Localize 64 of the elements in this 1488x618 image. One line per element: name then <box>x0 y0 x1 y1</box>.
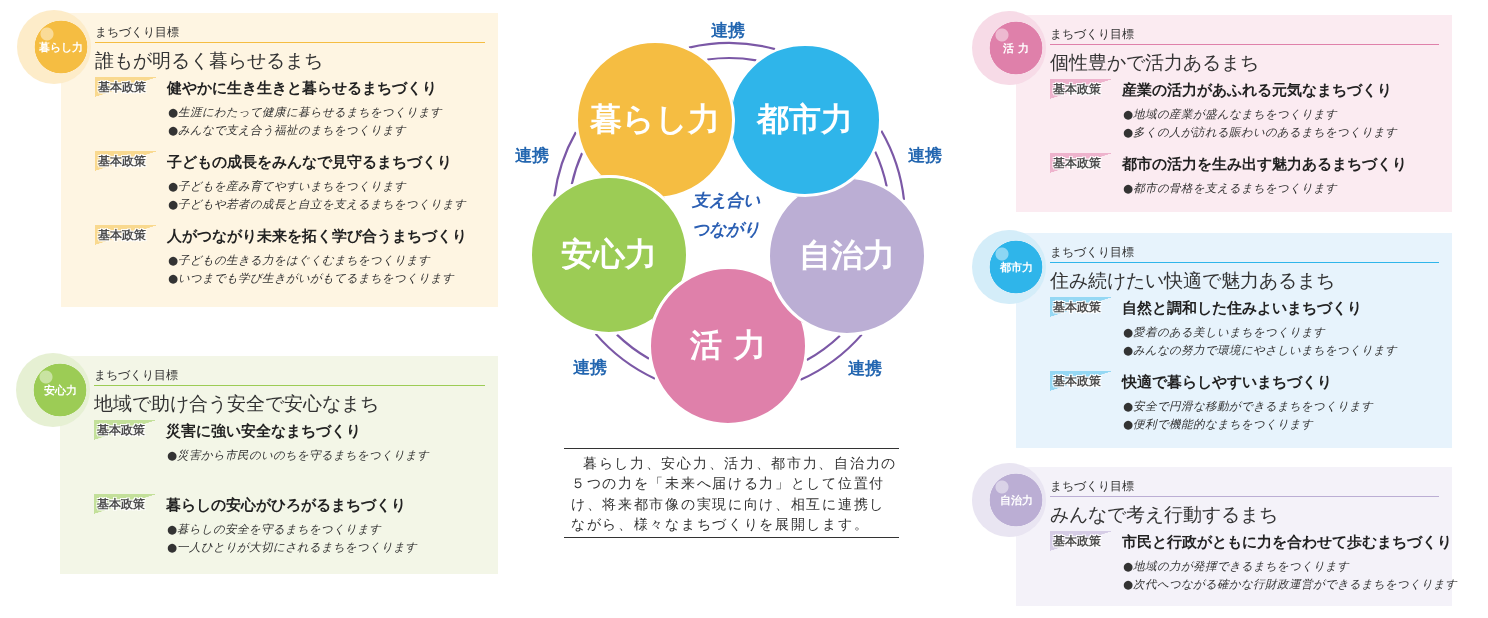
connector-arc <box>687 41 777 62</box>
connector-arc <box>594 332 657 380</box>
edge-label: 連携 <box>848 358 882 378</box>
section-label: まちづくり目標 <box>94 368 178 383</box>
policy-item: ●地域の産業が盛んなまちをつくります <box>1123 106 1338 123</box>
policy-item: ●子どもの生きる力をはぐくむまちをつくります <box>168 252 431 269</box>
policy-tag: 基本政策 <box>1050 531 1113 551</box>
policy-item: ●いつまでも学び生きがいがもてるまちをつくります <box>168 270 455 287</box>
connector-arc <box>874 129 906 201</box>
goal-heading: みんなで考え行動するまち <box>1050 503 1278 527</box>
section-label: まちづくり目標 <box>1050 27 1134 42</box>
connector-arc <box>799 333 863 381</box>
policy-item: ●災害から市民のいのちを守るまちをつくります <box>167 447 430 464</box>
policy-item: ●一人ひとりが大切にされるまちをつくります <box>167 539 418 556</box>
policy-item: ●子どもや若者の成長と自立を支えるまちをつくります <box>168 196 467 213</box>
policy-item: ●みんなで支え合う福祉のまちをつくります <box>168 122 407 139</box>
policy-title: 市民と行政がともに力を合わせて歩むまちづくり <box>1122 533 1452 551</box>
policy-title: 都市の活力を生み出す魅力あるまちづくり <box>1122 155 1407 173</box>
policy-tag: 基本政策 <box>1050 79 1113 99</box>
policy-item: ●生涯にわたって健康に暮らせるまちをつくります <box>168 104 443 121</box>
policy-item: ●次代へつながる確かな行財政運営ができるまちをつくります <box>1123 576 1458 593</box>
policy-tag: 基本政策 <box>1050 297 1113 317</box>
policy-item: ●便利で機能的なまちをつくります <box>1123 416 1314 433</box>
policy-item: ●暮らしの安全を守るまちをつくります <box>167 521 382 538</box>
edge-label: 連携 <box>711 20 745 40</box>
policy-title: 快適で暮らしやすいまちづくり <box>1122 373 1332 391</box>
policy-title: 災害に強い安全なまちづくり <box>166 422 361 440</box>
policy-tag: 基本政策 <box>1050 371 1113 391</box>
policy-tag: 基本政策 <box>95 77 158 97</box>
policy-title: 子どもの成長をみんなで見守るまちづくり <box>167 153 452 171</box>
edge-label: 連携 <box>515 145 549 165</box>
section-label: まちづくり目標 <box>1050 245 1134 260</box>
policy-item: ●多くの人が訪れる賑わいのあるまちをつくります <box>1123 124 1398 141</box>
policy-tag: 基本政策 <box>95 151 158 171</box>
policy-tag: 基本政策 <box>94 420 157 440</box>
caption-text: 暮らし力、安心力、活力、都市力、自治力の５つの力を「未来へ届ける力」として位置付け、将来都市像の実現に向け、相互に連携しながら、様々なまちづくりを展開します。 <box>564 448 899 539</box>
edge-label: 連携 <box>573 357 607 377</box>
edge-label: 連携 <box>908 145 942 165</box>
policy-item: ●地域の力が発揮できるまちをつくります <box>1123 558 1350 575</box>
policy-item: ●愛着のある美しいまちをつくります <box>1123 324 1326 341</box>
policy-title: 人がつながり未来を拓く学び合うまちづくり <box>167 227 467 245</box>
goal-heading: 個性豊かで活力あるまち <box>1050 51 1259 75</box>
policy-tag: 基本政策 <box>94 494 157 514</box>
policy-title: 産業の活力があふれる元気なまちづくり <box>1122 81 1392 99</box>
policy-title: 暮らしの安心がひろがるまちづくり <box>166 496 406 514</box>
goal-heading: 誰もが明るく暮らせるまち <box>95 49 323 73</box>
section-label: まちづくり目標 <box>95 25 179 40</box>
goal-panel <box>1016 15 1452 212</box>
center-label: つながり <box>692 218 760 240</box>
policy-tag: 基本政策 <box>1050 153 1113 173</box>
policy-title: 健やかに生き生きと暮らせるまちづくり <box>167 79 437 97</box>
goal-heading: 地域で助け合う安全で安心なまち <box>94 392 379 416</box>
policy-item: ●子どもを産み育てやすいまちをつくります <box>168 178 407 195</box>
connector-arc <box>553 131 584 198</box>
policy-item: ●都市の骨格を支えるまちをつくります <box>1123 180 1338 197</box>
goal-heading: 住み続けたい快適で魅力あるまち <box>1050 269 1335 293</box>
goal-panel <box>61 13 498 307</box>
theme-circle: 安心力 <box>529 175 689 335</box>
theme-circle: 自治力 <box>767 176 927 336</box>
section-label: まちづくり目標 <box>1050 479 1134 494</box>
policy-title: 自然と調和した住みよいまちづくり <box>1122 299 1362 317</box>
policy-item: ●安全で円滑な移動ができるまちをつくります <box>1123 398 1374 415</box>
policy-tag: 基本政策 <box>95 225 158 245</box>
policy-item: ●みんなの努力で環境にやさしいまちをつくります <box>1123 342 1398 359</box>
